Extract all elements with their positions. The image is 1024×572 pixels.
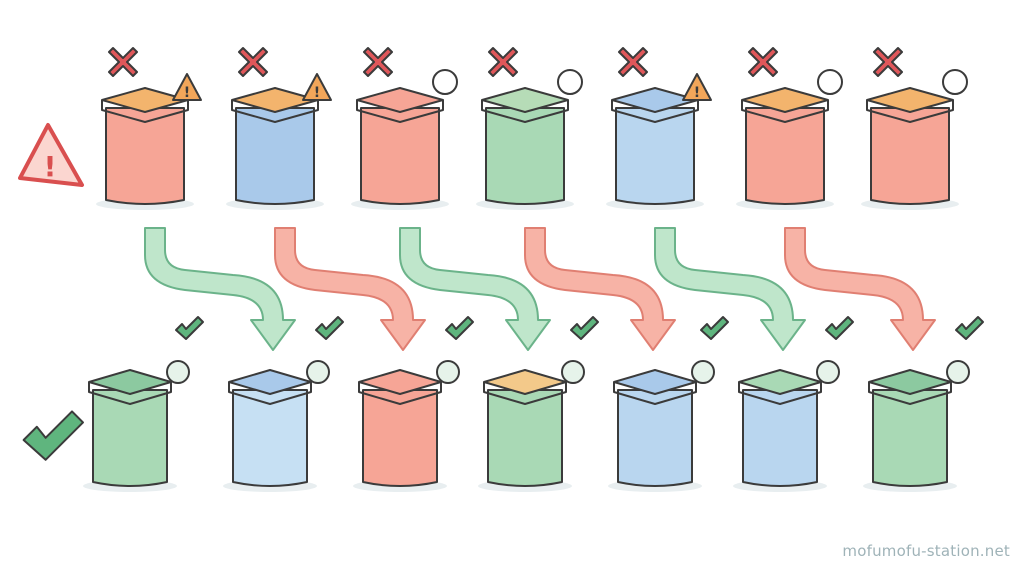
lid-rim: [483, 382, 567, 405]
warning-icon: [302, 73, 332, 101]
good-scene-clip-seal-container: [223, 316, 344, 492]
watermark-text: mofumofu-station.net: [842, 542, 1010, 560]
lid-rim: [358, 382, 442, 405]
container-body: [617, 389, 693, 487]
smile-icon: [436, 360, 460, 384]
shield-icon: [691, 360, 715, 384]
good-scene-recycle-container: [608, 316, 729, 492]
flow-arrow-1: [144, 227, 296, 351]
bad-scene-overfilled-jar-spill: [861, 47, 968, 210]
container-body: [745, 107, 825, 205]
arrow-shape: [784, 227, 936, 351]
red-x-icon: [238, 47, 268, 77]
green-check-icon: [22, 410, 84, 461]
lid-rim: [868, 382, 952, 405]
sun-icon: [817, 69, 843, 95]
green-check-icon: [955, 316, 984, 340]
good-scene-scoop-container: [353, 316, 474, 492]
warning-icon: [172, 73, 202, 101]
lid-rim: [231, 100, 319, 123]
container-body: [872, 389, 948, 487]
lid-rim: [866, 100, 954, 123]
arrow-shape: [144, 227, 296, 351]
exclamation-glyph: !: [694, 85, 700, 101]
container-body: [742, 389, 818, 487]
flow-arrow-2: [274, 227, 426, 351]
green-check-icon: [700, 316, 729, 340]
red-x-icon: [488, 47, 518, 77]
green-check-icon: [175, 316, 204, 340]
lid-rim: [481, 100, 569, 123]
lid-rim: [228, 382, 312, 405]
container-body: [362, 389, 438, 487]
lid-rim: [611, 100, 699, 123]
lid-rim: [738, 382, 822, 405]
exclamation-glyph: !: [314, 85, 320, 101]
big-warning-icon: !: [18, 123, 84, 187]
bad-scene-paper-bag-storage: !: [226, 47, 332, 210]
warning-icon: [682, 73, 712, 101]
big-warning-triangle: [18, 123, 84, 187]
exclamation-glyph: !: [44, 150, 57, 183]
good-scene-airtight-container-bowl: [83, 316, 204, 492]
lid-rim: [88, 382, 172, 405]
red-x-icon: [363, 47, 393, 77]
container-body: [232, 389, 308, 487]
arrow-shape: [524, 227, 676, 351]
side-marks: !: [18, 123, 84, 461]
container-body: [235, 107, 315, 205]
green-check-icon: [315, 316, 344, 340]
container-body: [360, 107, 440, 205]
lid-rim: [101, 100, 189, 123]
scale-icon: [166, 360, 190, 384]
flow-arrow-4: [524, 227, 676, 351]
bad-scene-container-near-heater-sun: [736, 47, 843, 210]
flow-arrow-5: [654, 227, 806, 351]
flow-arrow-6: [784, 227, 936, 351]
arrow-shape: [399, 227, 551, 351]
shield-check-icon: [306, 360, 330, 384]
container-body: [615, 107, 695, 205]
bad-scene-moldy-container: [476, 47, 583, 210]
flow-arrow-3: [399, 227, 551, 351]
red-x-icon: [108, 47, 138, 77]
good-scene-measured-container-scoop: [863, 316, 984, 492]
moon-thermometer-icon: [816, 360, 840, 384]
green-check-icon: [825, 316, 854, 340]
lid-rim: [741, 100, 829, 123]
arrow-shape: [274, 227, 426, 351]
burst-icon: [942, 69, 968, 95]
bad-scene-cracked-container-moisture: !: [606, 47, 712, 210]
bad-scene-clip-container-hand: [351, 47, 458, 210]
biohazard-icon: [557, 69, 583, 95]
container-body: [105, 107, 185, 205]
container-body: [92, 389, 168, 487]
red-x-icon: [873, 47, 903, 77]
green-check-icon: [570, 316, 599, 340]
container-body: [870, 107, 950, 205]
thought-bubble-icon: [432, 69, 458, 95]
good-scene-clean-container-brush: [478, 316, 599, 492]
arrow-shape: [654, 227, 806, 351]
lid-rim: [356, 100, 444, 123]
gauge-icon: [946, 360, 970, 384]
sparkle-icon: [561, 360, 585, 384]
red-x-icon: [748, 47, 778, 77]
good-scene-cool-dark-cabinet: [733, 316, 854, 492]
bad-scene-open-container-pet-bowl: !: [96, 47, 202, 210]
exclamation-glyph: !: [184, 85, 190, 101]
container-body: [487, 389, 563, 487]
red-x-icon: [618, 47, 648, 77]
container-body: [485, 107, 565, 205]
lid-rim: [613, 382, 697, 405]
green-check-icon: [445, 316, 474, 340]
